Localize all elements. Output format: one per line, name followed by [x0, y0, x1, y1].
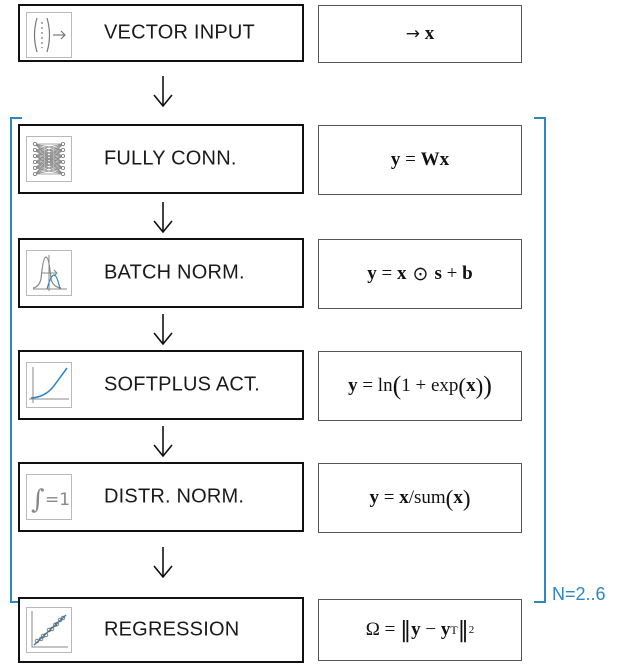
formula-softplus: y = ln(1 + exp(x))	[318, 351, 522, 421]
softplus-icon	[26, 362, 72, 408]
integral-equals-one-icon: ∫ =1	[26, 474, 72, 520]
layer-regression: REGRESSION	[18, 597, 304, 663]
down-arrow-icon	[153, 76, 173, 108]
down-arrow-icon	[153, 202, 173, 234]
layer-batch-norm: BATCH NORM.	[18, 238, 304, 308]
layer-label: REGRESSION	[104, 618, 240, 641]
layer-softplus: SOFTPLUS ACT.	[18, 350, 304, 420]
layer-label: DISTR. NORM.	[104, 485, 245, 508]
formula-batch-norm: y = x ⊙ s + b	[318, 239, 522, 309]
repeat-bracket-left	[10, 117, 22, 603]
layer-label: BATCH NORM.	[104, 261, 245, 284]
batch-norm-icon	[26, 250, 72, 296]
svg-text:∫: ∫	[31, 485, 45, 515]
svg-text:=1: =1	[45, 490, 70, 510]
down-arrow-icon	[153, 547, 173, 579]
layer-fully-connected: FULLY CONN.	[18, 124, 304, 194]
vector-input-icon	[26, 12, 72, 58]
regression-icon	[26, 607, 72, 653]
repeat-bracket-right	[534, 117, 546, 603]
down-arrow-icon	[153, 426, 173, 458]
formula-input: → x	[318, 5, 522, 63]
fully-connected-icon	[26, 136, 72, 182]
layer-distr-norm: ∫ =1 DISTR. NORM.	[18, 462, 304, 532]
down-arrow-icon	[153, 314, 173, 346]
repeat-count-label: N=2..6	[552, 584, 606, 604]
layer-label: FULLY CONN.	[104, 147, 237, 170]
layer-label: VECTOR INPUT	[104, 21, 255, 44]
layer-vector-input: VECTOR INPUT	[18, 4, 304, 62]
layer-label: SOFTPLUS ACT.	[104, 373, 260, 396]
formula-distr-norm: y = x/sum(x)	[318, 463, 522, 533]
